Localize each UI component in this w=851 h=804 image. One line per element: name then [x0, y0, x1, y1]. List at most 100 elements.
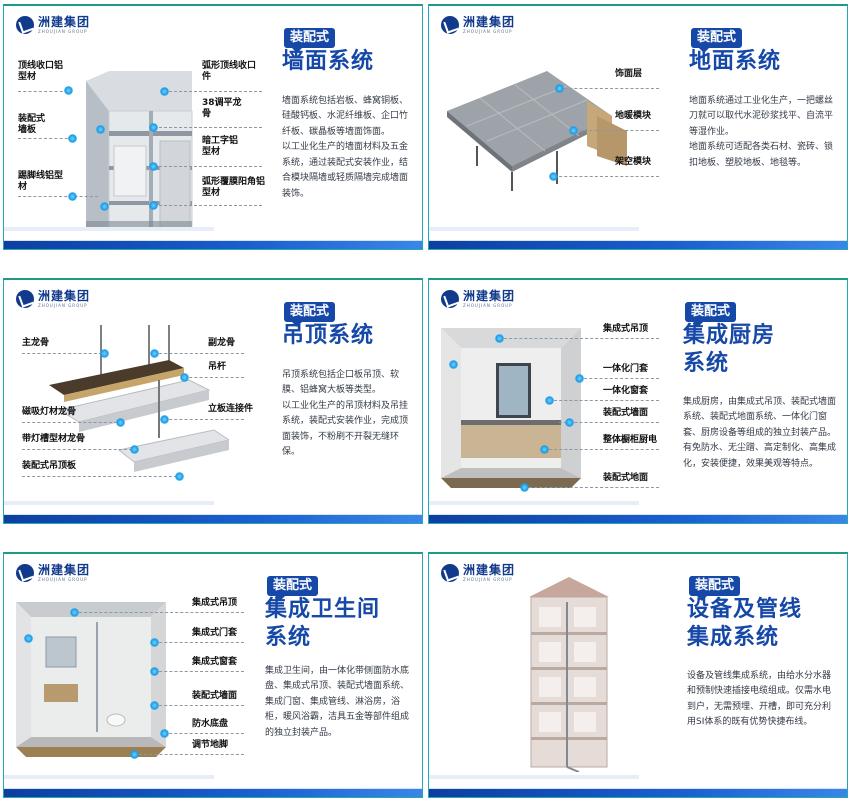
- label-wall: 装配式墙面: [603, 408, 649, 418]
- label-window-frame: 一体化窗套: [603, 386, 649, 396]
- blue-dot-marker: [149, 123, 158, 132]
- blue-dot-marker: [150, 667, 159, 676]
- brand-logo: 洲建集团 ZHOUJIAN GROUP: [441, 290, 515, 308]
- card-ceiling-system: 洲建集团 ZHOUJIAN GROUP 主龙骨 磁吸灯材龙骨 带灯槽型材龙骨 装…: [3, 278, 423, 524]
- blue-dot-marker: [68, 134, 77, 143]
- blue-dot-marker: [70, 608, 79, 617]
- blue-dot-marker: [545, 396, 554, 405]
- logo-en: ZHOUJIAN GROUP: [38, 29, 88, 34]
- label-arc-corner: 弧形覆膜阳角铝型材: [202, 177, 266, 199]
- label-door-frame: 集成式门套: [192, 628, 238, 638]
- blue-dot-marker: [160, 729, 169, 738]
- label-skirting: 踢脚线铝型材: [18, 171, 64, 193]
- blue-dot-marker: [130, 445, 139, 454]
- brand-logo: 洲建集团 ZHOUJIAN GROUP: [441, 16, 515, 34]
- card-title: 集成厨房 系统: [683, 323, 776, 376]
- kitchen-illustration: [441, 328, 581, 488]
- label-ceiling-panel: 装配式吊顶板: [22, 461, 77, 471]
- card-description: 墙面系统包括岩板、蜂窝铜板、硅酸钙板、水泥纤维板、企口竹纤板、碳晶板等墙面饰面。…: [282, 96, 409, 199]
- blue-dot-marker: [540, 445, 549, 454]
- label-waterproof-tray: 防水底盘: [192, 719, 229, 729]
- logo-icon: [441, 16, 459, 34]
- blue-dot-marker: [160, 87, 169, 96]
- blue-dot-marker: [150, 638, 159, 647]
- card-description: 设备及管线集成系统，由给水分水器和预制快速插接电缆组成。仅需水电到户，无需预埋、…: [687, 671, 832, 728]
- blue-dot-marker: [100, 349, 109, 358]
- label-door-frame: 一体化门套: [603, 364, 649, 374]
- label-hanger: 吊杆: [208, 362, 227, 372]
- blue-dot-marker: [175, 472, 184, 481]
- blue-dot-marker: [24, 634, 33, 643]
- label-wall-panel: 装配式墙板: [18, 114, 46, 136]
- label-main-keel: 主龙骨: [22, 338, 50, 348]
- card-wall-system: 洲建集团 ZHOUJIAN GROUP 顶线收口铝型材 装配式墙板 踢脚线铝型材…: [3, 4, 423, 250]
- blue-dot-marker: [549, 172, 558, 181]
- blue-dot-marker: [520, 483, 529, 492]
- blue-dot-marker: [449, 360, 458, 369]
- blue-dot-marker: [150, 701, 159, 710]
- label-magnetic-keel: 磁吸灯材龙骨: [22, 407, 77, 417]
- tag-prefab: 装配式: [267, 576, 319, 601]
- label-riser-connector: 立板连接件: [208, 404, 254, 414]
- tag-prefab: 装配式: [691, 28, 743, 53]
- card-description: 地面系统通过工业化生产，一把螺丝刀就可以取代水泥砂浆找平、自流平等湿作业。 地面…: [689, 96, 834, 168]
- blue-dot-marker: [555, 84, 564, 93]
- blue-dot-marker: [64, 86, 73, 95]
- blue-dot-marker: [100, 202, 109, 211]
- label-38-keel: 38调平龙骨: [202, 98, 242, 120]
- card-title: 地面系统: [689, 49, 782, 74]
- blue-dot-marker: [565, 418, 574, 427]
- tag-prefab: 装配式: [284, 28, 336, 53]
- label-wall: 装配式墙面: [192, 691, 238, 701]
- logo-icon: [441, 564, 459, 582]
- tag-prefab: 装配式: [685, 302, 737, 327]
- label-integrated-ceiling: 集成式吊顶: [603, 324, 649, 334]
- label-sub-keel: 副龙骨: [208, 338, 236, 348]
- logo-cn: 洲建集团: [38, 15, 91, 29]
- logo-icon: [441, 290, 459, 308]
- blue-dot-marker: [68, 192, 77, 201]
- label-heating-module: 地暖模块: [615, 111, 652, 121]
- blue-dot-marker: [149, 162, 158, 171]
- blue-dot-marker: [575, 374, 584, 383]
- tag-prefab: 装配式: [284, 302, 336, 327]
- floor-system-illustration: [447, 71, 627, 191]
- card-title: 设备及管线 集成系统: [687, 597, 803, 650]
- card-description: 吊顶系统包括企口板吊顶、软膜、铝蜂窝大板等类型。 以工业化生产的吊顶材料及吊挂系…: [282, 370, 409, 458]
- blue-dot-marker: [130, 750, 139, 759]
- tag-prefab: 装配式: [689, 576, 741, 601]
- brand-logo: 洲建集团 ZHOUJIAN GROUP: [16, 564, 90, 582]
- brand-logo: 洲建集团 ZHOUJIAN GROUP: [16, 290, 90, 308]
- blue-dot-marker: [96, 125, 105, 134]
- wall-system-illustration: [86, 71, 193, 241]
- card-title: 吊顶系统: [282, 323, 375, 348]
- ceiling-system-illustration: [49, 325, 229, 472]
- label-top-trim: 顶线收口铝型材: [18, 61, 64, 83]
- card-description: 集成厨房，由集成式吊顶、装配式墙面系统、装配式地面系统、一体化门窗套、厨房设备等…: [683, 397, 837, 469]
- brand-logo: 洲建集团 ZHOUJIAN GROUP: [16, 16, 90, 34]
- label-window-frame: 集成式窗套: [192, 657, 238, 667]
- label-adjust-feet: 调节地脚: [192, 740, 229, 750]
- logo-icon: [16, 16, 34, 34]
- card-bathroom-system: 洲建集团 ZHOUJIAN GROUP 集成式吊顶 集成式门套 集成式窗套 装配…: [3, 552, 423, 798]
- card-floor-system: 洲建集团 ZHOUJIAN GROUP 饰面层 地暖模块 架空模块 装配式 地面…: [428, 4, 848, 250]
- bathroom-illustration: [16, 602, 166, 757]
- building-pipeline-illustration: [529, 577, 609, 772]
- logo-icon: [16, 290, 34, 308]
- blue-dot-marker: [149, 201, 158, 210]
- label-floor: 装配式地面: [603, 473, 649, 483]
- label-cabinet: 整体橱柜厨电: [603, 435, 658, 445]
- label-i-profile: 暗工字铝型材: [202, 136, 239, 158]
- label-raised-module: 架空模块: [615, 157, 652, 167]
- brand-logo: 洲建集团 ZHOUJIAN GROUP: [441, 564, 515, 582]
- blue-dot-marker: [116, 418, 125, 427]
- blue-dot-marker: [180, 373, 189, 382]
- blue-dot-marker: [495, 334, 504, 343]
- card-title: 集成卫生间 系统: [265, 597, 381, 650]
- card-kitchen-system: 洲建集团 ZHOUJIAN GROUP 集成式吊顶 一体化门套 一体化窗套 装配…: [428, 278, 848, 524]
- card-description: 集成卫生间，由一体化带侧面防水底盘、集成式吊顶、装配式墙面系统、集成门窗、集成管…: [265, 666, 410, 738]
- blue-dot-marker: [150, 349, 159, 358]
- blue-dot-marker: [569, 126, 578, 135]
- label-lamp-keel: 带灯槽型材龙骨: [22, 434, 86, 444]
- label-surface-layer: 饰面层: [615, 69, 643, 79]
